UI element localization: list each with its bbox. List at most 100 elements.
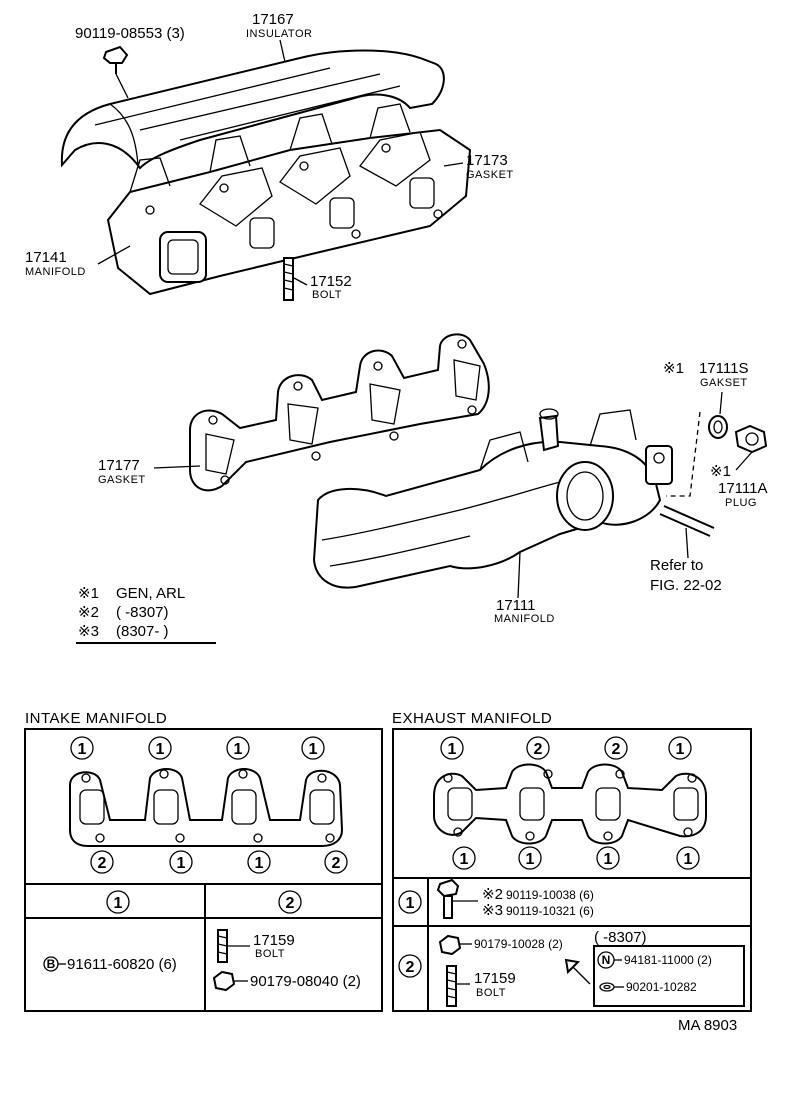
intake-col1-head: 1 [106,890,130,914]
svg-text:1: 1 [460,851,469,868]
label-90119-10038: 90119-10038 (6) [506,888,594,902]
label-17141: 17141 [25,249,67,266]
plug-17111a-icon [734,424,768,454]
exhaust-bottom-marker: 1 [452,846,476,870]
label-17167: 17167 [252,11,294,28]
svg-text:1: 1 [114,895,123,912]
symbol-b-icon: B [43,956,59,972]
leader-17152 [293,277,308,286]
svg-text:1: 1 [406,895,415,912]
svg-text:1: 1 [156,741,165,758]
label-bolt-17152: BOLT [312,289,342,301]
leader-17173 [443,162,464,167]
exhaust-top-marker: 2 [604,736,628,760]
leader-17167 [279,39,286,63]
leader-17111 [517,551,521,599]
exhaust-row2-head: 2 [398,954,422,978]
legend-mark-3: ※3 [78,623,99,640]
label-bolt-17159-exhaust: BOLT [476,987,506,999]
exhaust-top-marker: 1 [440,736,464,760]
label-gasket-17173: GASKET [466,169,514,181]
legend-text-1: GEN, ARL [116,585,185,602]
legend-mark-1: ※1 [78,585,99,602]
svg-text:1: 1 [255,855,264,872]
label-box-title: ( -8307) [594,929,647,946]
exhaust-top-marker: 1 [668,736,692,760]
exhaust-gasket-drawing [433,763,707,845]
svg-text:2: 2 [534,741,543,758]
legend-text-2: ( -8307) [116,604,169,621]
stud-bolt-17159-exhaust-icon [446,965,457,1007]
insulator-drawing [60,49,445,170]
intake-bottom-marker: 2 [324,850,348,874]
footnote-legend: ※1 GEN, ARL ※2 ( -8307) ※3 (8307- ) [76,585,216,644]
exhaust-bottom-marker: 1 [596,846,620,870]
svg-text:1: 1 [78,741,87,758]
intake-bottom-marker: 1 [169,850,193,874]
label-bolt-17159-intake: BOLT [255,948,285,960]
label-gakset-17111s: GAKSET [700,377,748,389]
legend-mark-2: ※2 [78,604,99,621]
nut-90179-10028-icon [438,934,462,956]
label-90179-10028: 90179-10028 (2) [474,937,563,951]
dashed-assembly-line [666,411,701,497]
label-17111a-mark: ※1 [710,463,731,480]
svg-text:N: N [602,953,611,967]
flange-bolt-90119-icon [436,878,460,919]
intake-top-marker: 1 [301,736,325,760]
exhaust-table [392,728,752,1012]
leader-17111s [719,391,723,415]
exhaust-row1-head: 1 [398,890,422,914]
label-90119-10321: 90119-10321 (6) [506,904,594,918]
gasket-17111s-icon [708,415,728,439]
washer-icon [599,982,615,992]
intake-gasket-drawing [69,768,344,847]
intake-manifold-drawing [106,103,472,296]
exhaust-top-marker: 2 [526,736,550,760]
svg-text:B: B [47,957,56,971]
legend-text-3: (8307- ) [116,623,169,640]
svg-text:1: 1 [604,851,613,868]
label-manifold-17141: MANIFOLD [25,266,86,278]
label-94181-11000: 94181-11000 (2) [624,953,712,967]
alt-parts-box [593,945,745,1007]
arrow-icon [564,958,591,985]
svg-text:2: 2 [98,855,107,872]
label-insulator: INSULATOR [246,28,312,40]
svg-text:1: 1 [676,741,685,758]
leader-17141 [97,245,131,265]
label-17111: 17111 [496,597,536,614]
label-17111a: 17111A [718,480,768,497]
intake-top-marker: 1 [148,736,172,760]
label-17111s-mark: ※1 [663,360,684,377]
svg-text:1: 1 [234,741,243,758]
label-90119-08553: 90119-08553 (3) [75,25,185,42]
svg-text:1: 1 [309,741,318,758]
intake-col2-head: 2 [278,890,302,914]
svg-text:1: 1 [684,851,693,868]
leader-17111a [735,451,753,471]
stud-bolt-17159-icon [217,929,228,963]
label-fig-22-02: FIG. 22-02 [650,577,722,594]
nut-90179-08040-icon [212,970,236,992]
label-91611-60820: 91611-60820 (6) [67,956,177,973]
label-90201-10282: 90201-10282 [626,980,697,994]
intake-top-marker: 1 [70,736,94,760]
stud-bolt-refer-icon [659,505,715,537]
exhaust-bottom-marker: 1 [518,846,542,870]
intake-table [24,728,383,1012]
gasket-17177-drawing [189,333,490,492]
svg-text:2: 2 [612,741,621,758]
label-gasket-17177: GASKET [98,474,146,486]
footer-code: MA 8903 [678,1017,737,1034]
svg-text:1: 1 [177,855,186,872]
leader-refer [685,527,689,559]
label-mark2-row1: ※2 [482,886,503,903]
svg-text:2: 2 [332,855,341,872]
exhaust-manifold-drawing [312,408,673,589]
intake-manifold-title: INTAKE MANIFOLD [25,710,167,727]
exhaust-manifold-title: EXHAUST MANIFOLD [392,710,552,727]
label-17111s: 17111S [699,360,749,377]
svg-text:1: 1 [448,741,457,758]
